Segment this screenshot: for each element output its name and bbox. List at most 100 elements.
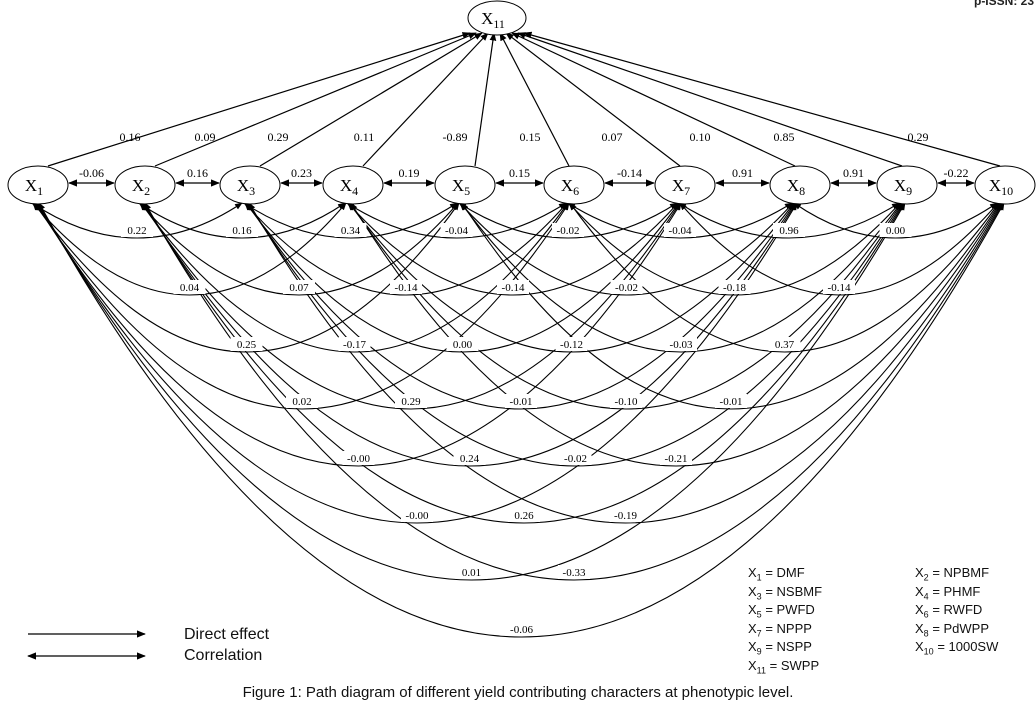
correlation-label: 0.22 <box>127 225 146 237</box>
key-var: X <box>748 583 757 599</box>
correlation-arc <box>32 202 347 296</box>
correlation-label: -0.10 <box>615 396 638 408</box>
correlation-arc <box>243 202 458 239</box>
correlation-label: -0.01 <box>510 396 533 408</box>
key-item-x6: X6 = RWFD <box>915 601 982 624</box>
key-subscript: 1 <box>756 572 762 583</box>
correlation-arc <box>138 202 346 239</box>
direct-effect-arrow <box>523 31 1001 167</box>
direct-effect-label: 0.85 <box>774 130 795 144</box>
direct-effect-label: 0.29 <box>268 130 289 144</box>
direct-effect-arrow <box>362 32 489 167</box>
correlation-label: -0.12 <box>560 339 583 351</box>
correlation-arc <box>459 202 794 296</box>
key-subscript: 6 <box>923 609 929 620</box>
correlation-arc <box>458 202 678 239</box>
figure-caption: Figure 1: Path diagram of different yiel… <box>242 684 794 701</box>
correlation-label: -0.14 <box>502 282 525 294</box>
correlation-label: -0.00 <box>347 453 370 465</box>
correlation-label: 0.00 <box>886 225 906 237</box>
key-item-x3: X3 = NSBMF <box>748 583 822 606</box>
correlation-label: -0.33 <box>563 567 586 579</box>
correlation-arc <box>244 202 568 296</box>
correlation-label: 0.16 <box>232 225 252 237</box>
key-item-x4: X4 = PHMF <box>915 583 980 606</box>
key-item-x8: X8 = PdWPP <box>915 620 989 643</box>
key-subscript: 10 <box>923 646 934 657</box>
correlation-arc <box>349 202 903 410</box>
key-name: = 1000SW <box>937 639 999 654</box>
node-x6: X6 <box>543 165 605 205</box>
correlation-label: -0.04 <box>669 225 692 237</box>
direct-effect-arrow <box>517 32 903 167</box>
direct-effect-arrow <box>47 32 471 167</box>
direct-effect-arrow <box>505 32 681 167</box>
key-var: X <box>915 620 924 636</box>
node-x2: X2 <box>114 165 176 205</box>
legend-direct-label: Direct effect <box>184 626 270 643</box>
key-var: X <box>915 639 924 654</box>
key-name: = PHMF <box>932 583 981 599</box>
correlation-arc <box>460 202 902 353</box>
node-x10: X10 <box>974 165 1036 205</box>
key-subscript: 5 <box>756 609 762 620</box>
key-var: X <box>748 639 757 654</box>
key-var: X <box>748 620 757 636</box>
legend-correlation-label: Correlation <box>184 647 263 664</box>
key-name: = RWFD <box>932 602 983 617</box>
key-var: X <box>748 565 757 580</box>
key-name: = PWFD <box>765 602 815 617</box>
correlation-label: 0.07 <box>289 282 309 294</box>
correlation-arc <box>679 202 999 296</box>
correlation-arc <box>35 202 682 467</box>
correlation-arc <box>568 202 901 296</box>
direct-effect-arrow <box>474 32 497 167</box>
adjacent-correlation-label: 0.91 <box>732 166 753 180</box>
correlation-arc <box>140 202 569 353</box>
correlation-arc <box>142 202 797 467</box>
correlation-label: -0.21 <box>665 453 688 465</box>
node-x11: X11 <box>467 0 527 36</box>
key-item-x7: X7 = NPPP <box>748 620 812 643</box>
correlation-label: -0.14 <box>395 282 418 294</box>
key-subscript: 9 <box>756 646 762 657</box>
correlation-arc <box>347 202 679 296</box>
adjacent-correlation-label: 0.16 <box>187 166 208 180</box>
correlation-label: 0.02 <box>292 396 311 408</box>
key-item-x11: X11 = SWPP <box>748 657 819 680</box>
adjacent-correlation-label: -0.14 <box>617 166 642 180</box>
correlation-arc <box>38 202 1005 638</box>
adjacent-correlation-label: 0.19 <box>399 166 420 180</box>
node-x4: X4 <box>322 165 384 205</box>
key-name: = NPPP <box>765 620 812 636</box>
correlation-label: -0.14 <box>828 282 851 294</box>
node-x8: X8 <box>769 165 831 205</box>
direct-effect-label: 0.09 <box>195 130 216 144</box>
correlation-arc <box>31 202 243 239</box>
key-name: = NSPP <box>765 639 812 654</box>
correlation-arc <box>34 202 570 410</box>
key-item-x9: X9 = NSPP <box>748 638 812 661</box>
correlation-label: 0.34 <box>341 225 361 237</box>
correlation-label: -0.02 <box>564 453 587 465</box>
correlation-label: 0.29 <box>401 396 421 408</box>
correlation-arc <box>350 202 1002 467</box>
correlation-label: -0.01 <box>720 396 743 408</box>
correlation-label: 0.00 <box>453 339 473 351</box>
direct-effect-arrow <box>259 32 483 167</box>
correlation-label: -0.04 <box>445 225 468 237</box>
correlation-label: 0.01 <box>462 567 481 579</box>
key-subscript: 2 <box>923 572 929 583</box>
key-name: = NPBMF <box>932 565 990 580</box>
key-name: = PdWPP <box>932 620 990 636</box>
issn-header: p-ISSN: 23 <box>973 0 1034 8</box>
key-subscript: 4 <box>923 591 929 602</box>
key-var: X <box>915 602 924 617</box>
direct-effect-label: 0.07 <box>602 130 623 144</box>
key-name: = DMF <box>765 565 805 580</box>
correlation-label: 0.37 <box>775 339 795 351</box>
key-subscript: 11 <box>756 665 767 676</box>
node-x7: X7 <box>654 165 716 205</box>
correlation-label: 0.26 <box>514 510 534 522</box>
